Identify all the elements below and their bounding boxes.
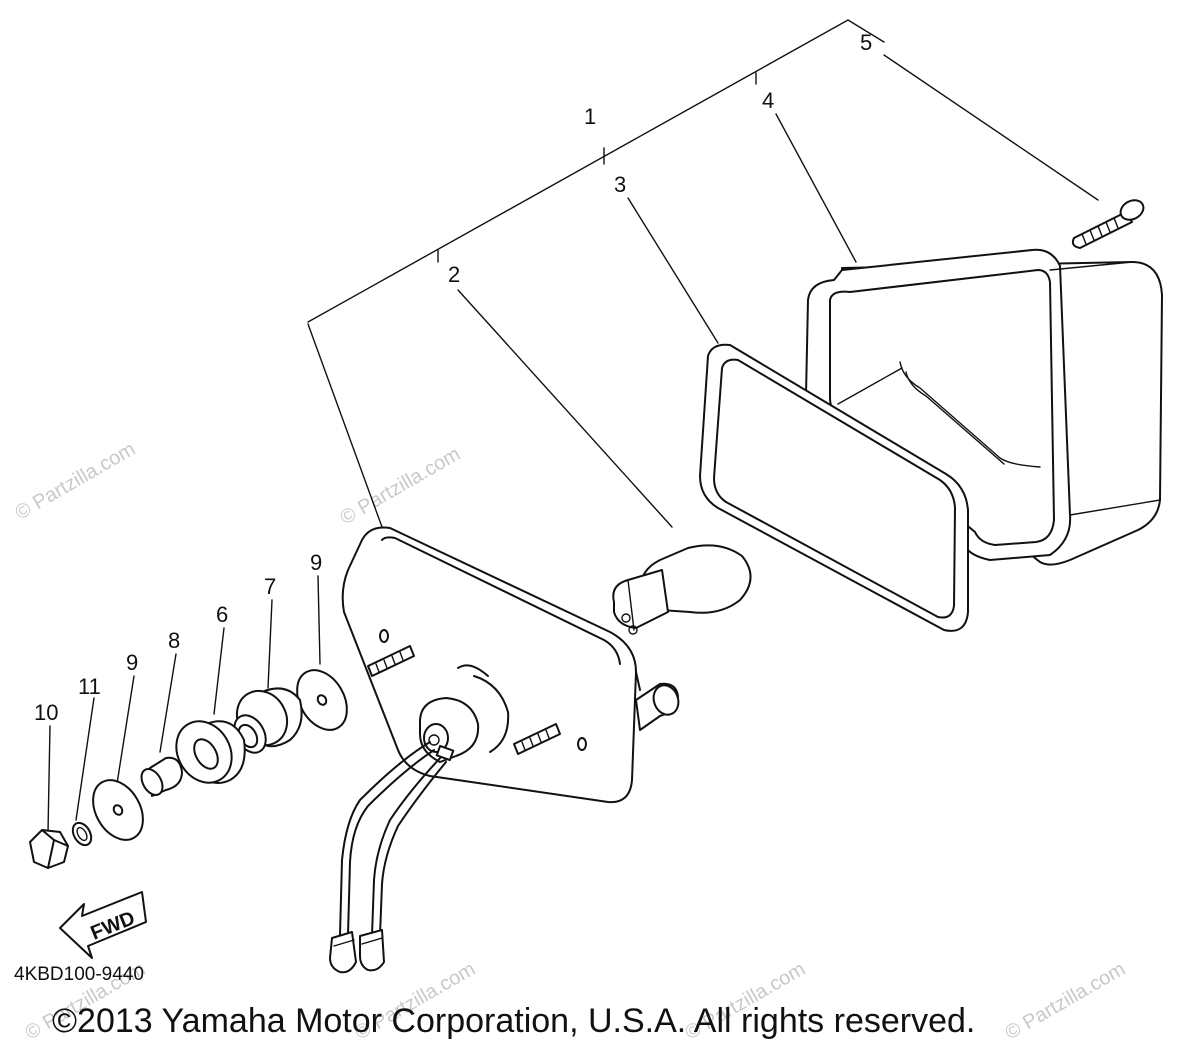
- callout-11: 11: [78, 674, 101, 699]
- part-10-nut[interactable]: [29, 829, 69, 869]
- leader-line-3: [627, 197, 719, 344]
- part-6-spacer[interactable]: [165, 711, 246, 792]
- callout-9b: 9: [310, 550, 322, 575]
- part-5-screw[interactable]: [1071, 196, 1147, 249]
- leader-line-11: [75, 697, 95, 821]
- leader-line-4: [775, 113, 857, 263]
- part-8-collar[interactable]: [137, 756, 183, 799]
- leader-line-base: [307, 323, 383, 528]
- callout-3: 3: [614, 172, 626, 197]
- callout-9a: 9: [126, 650, 138, 675]
- leader-lines: [47, 54, 1099, 833]
- callout-7: 7: [264, 574, 276, 599]
- leader-line-8: [159, 653, 177, 753]
- fwd-direction-arrow: FWD: [59, 891, 147, 959]
- leader-line-5: [883, 54, 1099, 201]
- base-plate[interactable]: [329, 526, 682, 974]
- callout-1: 1: [584, 104, 596, 129]
- part-9b-washer[interactable]: [287, 661, 357, 738]
- copyright-notice: ©2013 Yamaha Motor Corporation, U.S.A. A…: [52, 1002, 975, 1040]
- callout-6: 6: [216, 602, 228, 627]
- leader-line-2: [457, 289, 673, 528]
- leader-line-7: [267, 599, 273, 689]
- leader-line-10: [47, 725, 51, 833]
- callout-2: 2: [448, 262, 460, 287]
- part-2-bulb[interactable]: [612, 544, 752, 635]
- part-9a-washer[interactable]: [83, 771, 153, 848]
- callout-10: 10: [34, 700, 58, 725]
- callouts: 1 2 3 4 5 6 7 8 9 9 11 10: [34, 30, 872, 725]
- part-3-gasket[interactable]: [699, 343, 969, 632]
- leader-line-6: [213, 627, 225, 715]
- watermark: © Partzilla.com: [12, 438, 140, 524]
- callout-5: 5: [860, 30, 872, 55]
- diagram-code: 4KBD100-9440: [14, 964, 144, 985]
- part-11-lock-washer[interactable]: [69, 820, 95, 849]
- callout-4: 4: [762, 88, 774, 113]
- leader-line-9a: [115, 675, 135, 791]
- assembly-bracket: [307, 19, 885, 323]
- part-4-lens-housing[interactable]: [804, 248, 1163, 566]
- callout-8: 8: [168, 628, 180, 653]
- leader-line-9b: [317, 575, 321, 665]
- watermark: © Partzilla.com: [1002, 958, 1130, 1044]
- part-7-grommet[interactable]: [227, 682, 303, 759]
